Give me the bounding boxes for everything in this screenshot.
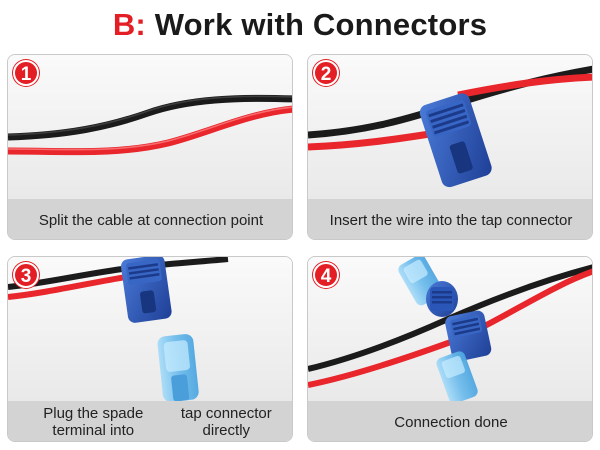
tap-connector-bottom [445,310,492,362]
step-caption: Split the cable at connection point [8,199,292,239]
red-wire [8,105,292,156]
tap-connector-illustration [308,55,592,199]
step-number-badge: 1 [13,60,39,86]
red-wire [308,268,592,388]
tap-connector [120,257,172,323]
step-caption: Plug the spade terminal into tap connect… [8,401,292,441]
step-panel-3: 3 Plug the spade terminal into tap conne… [7,256,293,442]
page-title: B: Work with Connectors [0,4,600,46]
spade-terminal-illustration [8,257,292,401]
step-panel-2: 2 Insert the wire into the tap connector [307,54,593,240]
spade-terminal-bottom [436,351,478,401]
step-caption: Insert the wire into the tap connector [308,199,592,239]
split-cable-illustration [8,55,292,199]
step-panel-4: 4 Connection done [307,256,593,442]
connection-done-illustration [308,257,592,401]
step-panel-1: 1 Split the cable at connection point [7,54,293,240]
step-number-badge: 4 [313,262,339,288]
caption-line-2: tap connector directly [180,405,272,439]
step-number-badge: 3 [13,262,39,288]
title-text: Work with Connectors [154,7,488,42]
caption-line-1: Plug the spade terminal into [43,405,144,439]
black-wire [8,94,292,141]
tap-connector [419,93,492,188]
spade-terminal [157,334,199,401]
red-wire [308,129,437,151]
step-number-badge: 2 [313,60,339,86]
tap-connector-top [426,281,458,317]
title-prefix: B: [112,7,146,42]
step-caption: Connection done [308,401,592,441]
red-wire-top [457,73,592,99]
